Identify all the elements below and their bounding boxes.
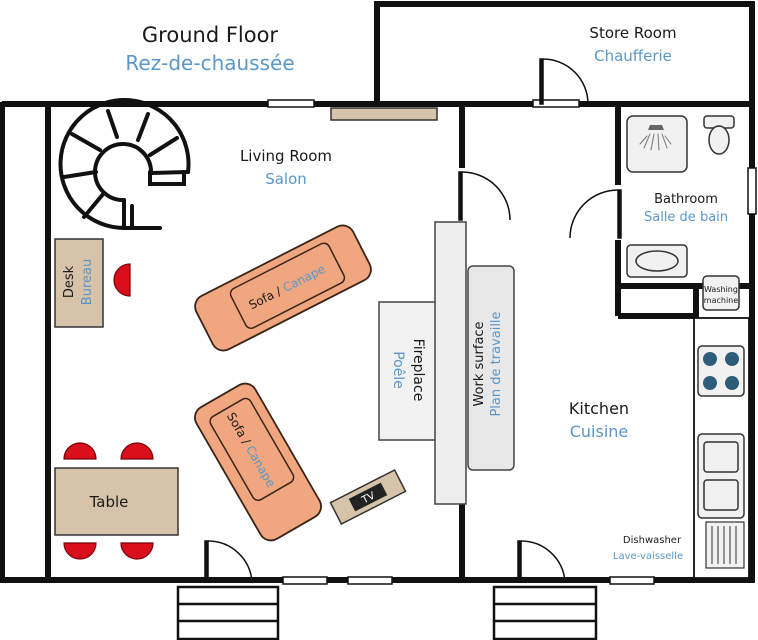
bathroom-label: Bathroom: [654, 192, 718, 207]
bathroom-label-fr: Salle de bain: [644, 210, 728, 225]
sofa: Sofa / Canape: [194, 224, 372, 352]
wall-radiator: [330, 107, 438, 121]
tv-unit: TV: [329, 468, 407, 526]
store-room-label-fr: Chaufferie: [594, 47, 672, 65]
fireplace-label-fr: Poêle: [390, 351, 406, 389]
shower-icon: [626, 115, 688, 173]
table-label: Table: [89, 493, 129, 511]
dishwasher-label-fr: Lave-vaisselle: [613, 551, 683, 562]
washing-label-line1: Washing: [704, 285, 738, 294]
work-surface-label: Work surface: [472, 321, 487, 406]
page-subtitle: Rez-de-chaussée: [125, 51, 294, 75]
washing-machine: Washing machine: [702, 275, 740, 311]
dining-table: Table: [54, 467, 179, 536]
page-title: Ground Floor: [142, 23, 279, 47]
work-surface-label-fr: Plan de travaille: [489, 311, 504, 416]
washing-label-line2: machine: [704, 296, 738, 305]
door-swing-icon[interactable]: [458, 171, 511, 221]
door-swing-icon[interactable]: [569, 189, 622, 239]
entry-steps: [176, 585, 598, 640]
sink-icon: [626, 244, 688, 278]
fireplace: Fireplace Poêle: [378, 301, 438, 441]
door-swing-icon[interactable]: [204, 540, 253, 583]
spiral-staircase-icon: [58, 98, 191, 230]
pillar: [434, 221, 467, 505]
desk-label-fr: Bureau: [80, 259, 95, 305]
door-swing-icon[interactable]: [539, 58, 589, 105]
desk-label: Desk: [62, 265, 77, 298]
sofa: Sofa / Canape: [194, 382, 322, 542]
windows: [267, 99, 757, 585]
dishwasher-label: Dishwasher: [623, 535, 682, 546]
chair-icon: [113, 263, 131, 297]
door-swing-icon[interactable]: [517, 540, 566, 583]
work-surface: Work surface Plan de travaille: [467, 265, 515, 471]
living-room-label-fr: Salon: [265, 170, 307, 188]
chair-icon: [63, 442, 154, 560]
dishwasher: [705, 521, 745, 569]
kitchen-label: Kitchen: [569, 399, 629, 418]
desk: Desk Bureau: [54, 238, 104, 328]
living-room-label: Living Room: [240, 147, 332, 165]
store-room-label: Store Room: [589, 24, 676, 42]
sink-icon: [697, 433, 745, 519]
fireplace-label: Fireplace: [410, 339, 426, 402]
toilet-icon: [703, 115, 735, 155]
kitchen-label-fr: Cuisine: [570, 422, 629, 441]
stove-burner-icon: [697, 345, 745, 397]
